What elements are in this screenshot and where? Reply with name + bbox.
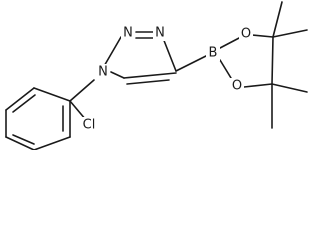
bond-n3-c4 — [162, 37, 177, 72]
structure-canvas: N N N B O O Cl — [5, 1, 308, 150]
bond-ph-1 — [33, 87, 71, 102]
atom-n3: N — [155, 26, 165, 41]
atom-o2: O — [232, 79, 242, 94]
bond-n1-phenyl — [69, 79, 95, 102]
chemical-structure-diagram: N N N B O O Cl — [5, 1, 308, 150]
atom-labels: N N N B O O Cl — [79, 25, 253, 133]
bond-b-o2 — [219, 59, 232, 79]
methyl-groups — [271, 1, 308, 129]
bond-phenyl-cl — [69, 100, 87, 121]
dioxaborolane-ring — [219, 34, 274, 88]
triazole-ring — [102, 31, 177, 85]
atom-cl: Cl — [83, 118, 96, 133]
methyl-1 — [272, 1, 283, 38]
bond-c4-c5-a — [123, 72, 177, 79]
bond-c-c — [271, 36, 274, 85]
methyl-2 — [272, 29, 308, 38]
bond-c4-b — [175, 55, 207, 72]
bond-ph-2 — [5, 87, 35, 111]
bond-o1-c — [251, 34, 274, 38]
bond-ph-inner-1 — [12, 94, 36, 113]
atom-n2: N — [123, 26, 133, 41]
bond-n1-n2 — [102, 36, 122, 69]
bond-c4-c5-b — [126, 79, 170, 85]
atom-o1: O — [241, 27, 251, 42]
bond-o2-c — [243, 83, 273, 88]
atom-n1: N — [98, 65, 108, 80]
bond-ph-inner-2 — [12, 134, 35, 145]
bond-ph-4 — [5, 136, 35, 150]
bond-b-o1 — [219, 36, 242, 49]
bond-c5-n1 — [110, 71, 125, 79]
atom-b: B — [209, 46, 218, 61]
methyl-3 — [271, 83, 308, 93]
bond-ph-5 — [33, 136, 71, 150]
phenyl-ring — [5, 87, 71, 150]
